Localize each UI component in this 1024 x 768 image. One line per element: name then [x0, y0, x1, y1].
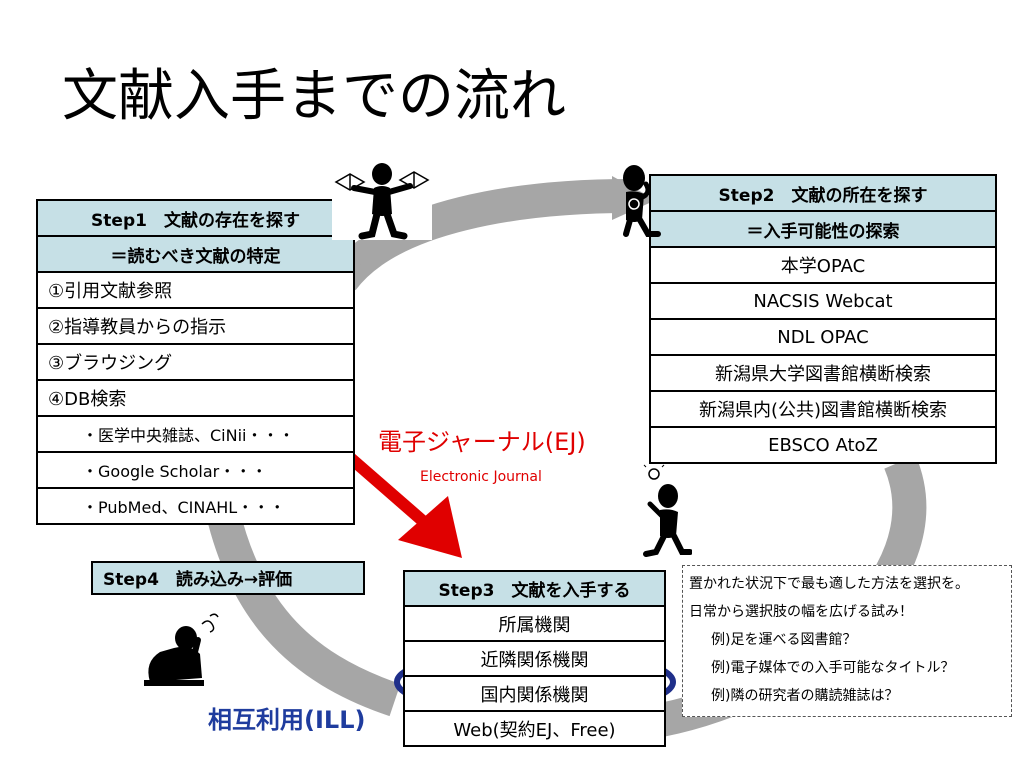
- step2-item: 新潟県内(公共)図書館横断検索: [649, 390, 997, 428]
- step2-table: Step2 文献の所在を探す ＝入手可能性の探索 本学OPAC NACSIS W…: [649, 174, 997, 464]
- thinking-person-icon: [144, 613, 219, 686]
- step2-header: Step2 文献の所在を探す: [649, 174, 997, 212]
- step3-item: 近隣関係機関: [403, 640, 666, 677]
- ej-arrowhead: [398, 496, 462, 558]
- ej-label: 電子ジャーナル(EJ): [378, 428, 586, 456]
- step3-item: Web(契約EJ、Free): [403, 710, 666, 747]
- step2-item: NACSIS Webcat: [649, 282, 997, 320]
- page-title: 文献入手までの流れ: [62, 64, 566, 129]
- step1-subheader: ＝読むべき文献の特定: [36, 235, 355, 273]
- step1-db-item: ・PubMed、CINAHL・・・: [36, 487, 355, 525]
- step4-box: Step4 読み込み→評価: [91, 561, 365, 595]
- step3-item: 所属機関: [403, 605, 666, 642]
- step1-table: Step1 文献の存在を探す ＝読むべき文献の特定 ①引用文献参照 ②指導教員か…: [36, 199, 355, 525]
- step1-db-item: ・Google Scholar・・・: [36, 451, 355, 489]
- step2-item: NDL OPAC: [649, 318, 997, 356]
- step1-db-item: ・医学中央雑誌、CiNii・・・: [36, 415, 355, 453]
- advice-note: 置かれた状況下で最も適した方法を選択を。 日常から選択肢の幅を広げる試み！ 例)…: [682, 565, 1012, 717]
- step2-item: 本学OPAC: [649, 246, 997, 284]
- step1-header: Step1 文献の存在を探す: [36, 199, 355, 237]
- cycle-arrow-top-segment: [328, 179, 631, 291]
- ill-label: 相互利用(ILL): [208, 706, 366, 734]
- reading-figure-icon: [332, 160, 432, 240]
- idea-figure-icon: [643, 462, 692, 557]
- note-example: 例)電子媒体での入手可能なタイトル？: [711, 660, 955, 676]
- thinking-figure-icon: [623, 165, 661, 237]
- note-line: 日常から選択肢の幅を広げる試み！: [689, 604, 913, 620]
- step1-item: ②指導教員からの指示: [36, 307, 355, 345]
- cycle-arrow-bottom-segment: [201, 486, 401, 717]
- step3-table: Step3 文献を入手する 所属機関 近隣関係機関 国内関係機関 Web(契約E…: [403, 570, 666, 747]
- note-example: 例)隣の研究者の購読雑誌は？: [711, 688, 899, 704]
- step3-item: 国内関係機関: [403, 675, 666, 712]
- step1-item: ①引用文献参照: [36, 271, 355, 309]
- step1-item: ③ブラウジング: [36, 343, 355, 381]
- step3-header: Step3 文献を入手する: [403, 570, 666, 607]
- step2-item: 新潟県大学図書館横断検索: [649, 354, 997, 392]
- step2-subheader: ＝入手可能性の探索: [649, 210, 997, 248]
- note-line: 置かれた状況下で最も適した方法を選択を。: [689, 576, 969, 592]
- note-example: 例)足を運べる図書館？: [711, 632, 857, 648]
- ej-sublabel: Electronic Journal: [420, 469, 542, 485]
- step2-item: EBSCO AtoZ: [649, 426, 997, 464]
- step1-item: ④DB検索: [36, 379, 355, 417]
